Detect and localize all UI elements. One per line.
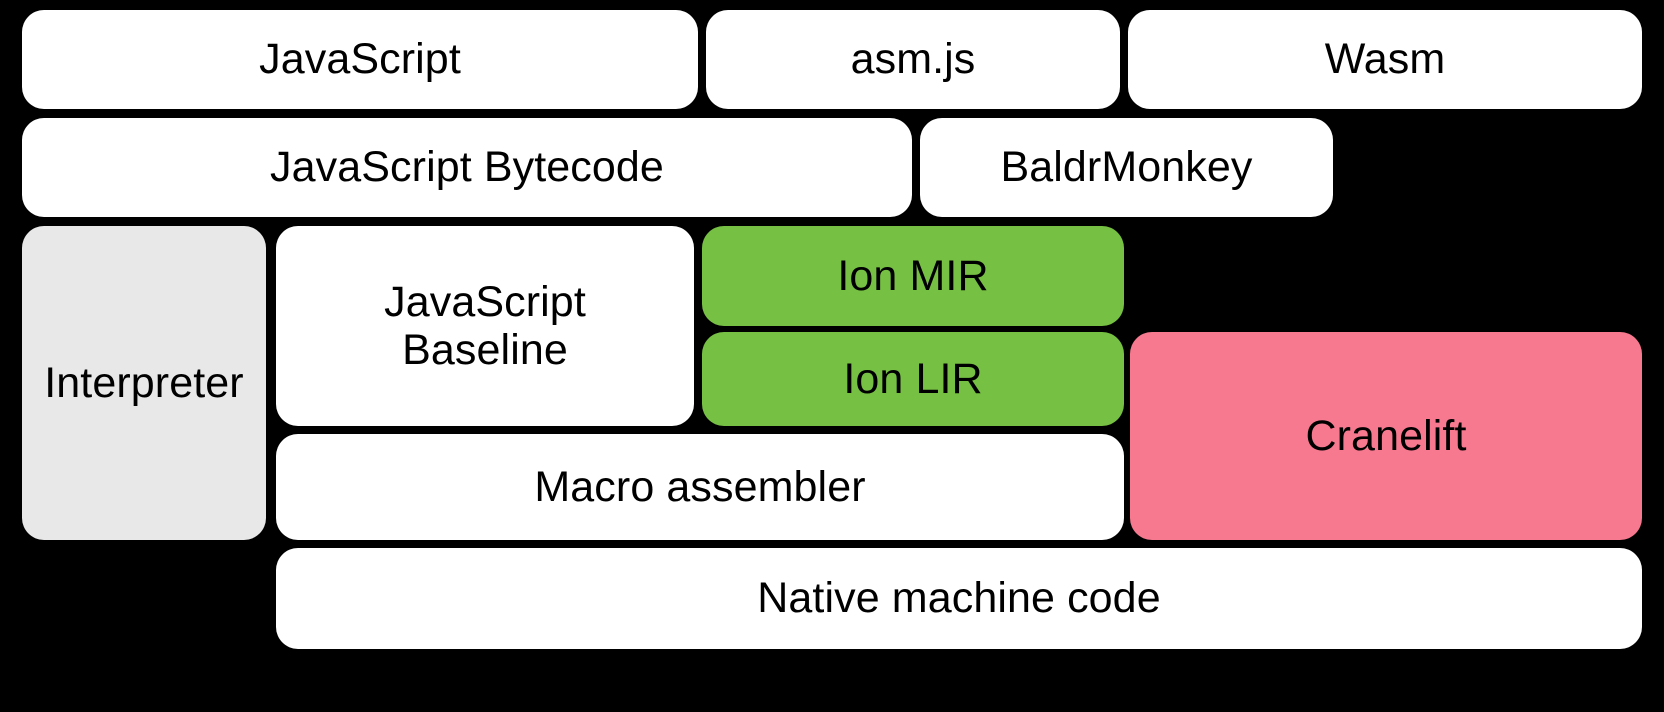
block-asmjs[interactable]: asm.js bbox=[706, 10, 1120, 109]
block-cranelift[interactable]: Cranelift bbox=[1130, 332, 1642, 540]
block-wasm[interactable]: Wasm bbox=[1128, 10, 1642, 109]
block-interpreter[interactable]: Interpreter bbox=[22, 226, 266, 540]
block-native-machine-code[interactable]: Native machine code bbox=[276, 548, 1642, 649]
block-javascript-baseline[interactable]: JavaScript Baseline bbox=[276, 226, 694, 426]
block-javascript-bytecode[interactable]: JavaScript Bytecode bbox=[22, 118, 912, 217]
block-javascript[interactable]: JavaScript bbox=[22, 10, 698, 109]
block-baldrmonkey[interactable]: BaldrMonkey bbox=[920, 118, 1333, 217]
block-macro-assembler[interactable]: Macro assembler bbox=[276, 434, 1124, 540]
block-ion-mir[interactable]: Ion MIR bbox=[702, 226, 1124, 326]
block-ion-lir[interactable]: Ion LIR bbox=[702, 332, 1124, 426]
